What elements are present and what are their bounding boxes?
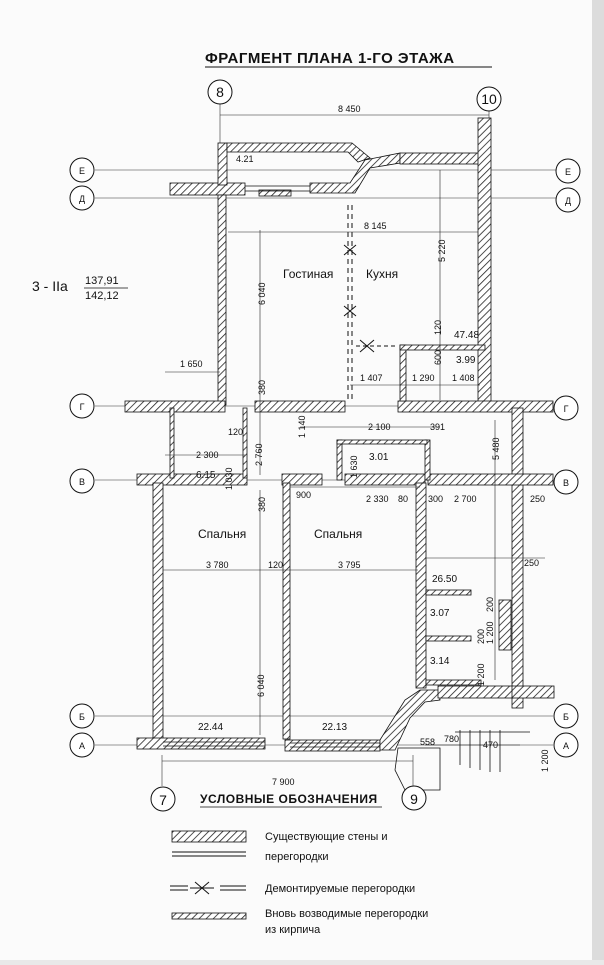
dimension-value: 250: [530, 494, 545, 504]
room-living-label: Гостиная: [283, 267, 333, 281]
dimension-value: 380: [257, 497, 267, 512]
dimension-value: 6 040: [257, 282, 267, 305]
area-value: 22.13: [322, 722, 347, 733]
row-label-E-right: Е: [565, 167, 571, 177]
area-value: 22.44: [198, 722, 223, 733]
legend-new-walls-swatch: [171, 912, 247, 920]
row-label-V-left: В: [79, 477, 85, 487]
dimension-value: 2 330: [366, 494, 389, 504]
dimension-lines: [162, 114, 545, 762]
dimension-value: 1 030: [224, 467, 234, 490]
dimension-value: 5 220: [437, 239, 447, 262]
legend-demolished-swatch: [170, 881, 246, 895]
row-label-V-right: В: [563, 478, 569, 488]
area-value: 47.48: [454, 330, 479, 341]
dimension-value: 1 630: [349, 455, 359, 478]
row-label-B-left: Б: [79, 712, 85, 722]
dimension-value: 80: [398, 494, 408, 504]
area-value: 26.50: [432, 574, 457, 585]
row-label-D-left: Д: [79, 194, 85, 204]
dimension-values: 8 450 4.21 8 145 5 220 6 040 120 600 1 6…: [180, 104, 550, 787]
area-value: 3.07: [430, 608, 450, 619]
floor-plan-drawing: ФРАГМЕНТ ПЛАНА 1-ГО ЭТАЖА 3 - IIа 137,91…: [32, 50, 581, 936]
dimension-value: 1 408: [452, 373, 475, 383]
dimension-value: 250: [524, 558, 539, 568]
existing-walls: [124, 117, 555, 752]
room-areas: 47.48 3.99 6.15 3.01 26.50 3.07 3.14 22.…: [196, 330, 479, 733]
dimension-value: 1 650: [180, 359, 203, 369]
area-value: 3.99: [456, 355, 476, 366]
demolished-partitions: [343, 205, 398, 400]
dimension-value: 7 900: [272, 777, 295, 787]
area-value: 3.01: [369, 452, 389, 463]
dimension-value: 200: [485, 597, 495, 612]
apartment-area-living: 137,91: [85, 275, 119, 287]
dimension-value: 120: [268, 560, 283, 570]
dimension-value: 600: [433, 350, 443, 365]
page-edge: [592, 0, 604, 960]
legend-title: УСЛОВНЫЕ ОБОЗНАЧЕНИЯ: [200, 792, 378, 806]
room-kitchen-label: Кухня: [366, 267, 398, 281]
dimension-value: 1 200: [485, 621, 495, 644]
area-value: 3.14: [430, 656, 450, 667]
legend-item-3-line2: из кирпича: [265, 924, 321, 936]
room-bedroom-left-label: Спальня: [198, 527, 246, 541]
dimension-value: 8 145: [364, 221, 387, 231]
axis-label-8: 8: [216, 84, 224, 100]
dimension-value: 2 100: [368, 422, 391, 432]
legend-item-1-line2: перегородки: [265, 851, 329, 863]
row-label-A-right: А: [563, 741, 569, 751]
dimension-value: 391: [430, 422, 445, 432]
dimension-value: 200: [476, 629, 486, 644]
legend: УСЛОВНЫЕ ОБОЗНАЧЕНИЯ Существующие стены …: [170, 792, 428, 936]
row-label-A-left: А: [79, 741, 85, 751]
dimension-value: 120: [433, 320, 443, 335]
apartment-code: 3 - IIа: [32, 278, 68, 294]
legend-existing-walls-swatch: [171, 830, 247, 843]
dimension-value: 120: [228, 427, 243, 437]
axis-markers: 8 10 7 9 Е Д Г В Б А Е Д Г В Б А: [69, 79, 581, 812]
area-value: 6.15: [196, 470, 216, 481]
entrance-steps: [394, 730, 530, 791]
dimension-value: 8 450: [338, 104, 361, 114]
dimension-value: 2 700: [454, 494, 477, 504]
apartment-area-total: 142,12: [85, 290, 119, 302]
legend-item-3-line1: Вновь возводимые перегородки: [265, 908, 428, 920]
dimension-value: 2 300: [196, 450, 219, 460]
row-label-D-right: Д: [565, 196, 571, 206]
dimension-value: 780: [444, 734, 459, 744]
axis-label-10: 10: [481, 91, 497, 107]
dimension-value: 1 200: [476, 663, 486, 686]
dimension-value: 6 040: [256, 674, 266, 697]
dimension-value: 3 780: [206, 560, 229, 570]
dimension-value: 900: [296, 490, 311, 500]
dimension-value: 3 795: [338, 560, 361, 570]
dimension-value: 470: [483, 740, 498, 750]
windows: [163, 185, 380, 748]
dimension-value: 5 480: [491, 437, 501, 460]
axis-label-7: 7: [159, 792, 167, 808]
legend-item-2-line1: Демонтируемые перегородки: [265, 883, 415, 895]
plan-sheet: ФРАГМЕНТ ПЛАНА 1-ГО ЭТАЖА 3 - IIа 137,91…: [0, 0, 592, 960]
row-label-G-right: Г: [564, 404, 569, 414]
plan-title: ФРАГМЕНТ ПЛАНА 1-ГО ЭТАЖА: [205, 50, 455, 67]
dimension-value: 1 407: [360, 373, 383, 383]
dimension-value: 2 760: [254, 443, 264, 466]
row-label-E-left: Е: [79, 166, 85, 176]
row-label-G-left: Г: [80, 402, 85, 412]
dimension-value: 1 200: [540, 749, 550, 772]
dimension-value: 558: [420, 737, 435, 747]
legend-item-1-line1: Существующие стены и: [265, 831, 387, 843]
row-label-B-right: Б: [563, 712, 569, 722]
dimension-value: 1 140: [297, 415, 307, 438]
dimension-value: 300: [428, 494, 443, 504]
dimension-value: 4.21: [236, 154, 254, 164]
axis-label-9: 9: [410, 791, 418, 807]
dimension-value: 1 290: [412, 373, 435, 383]
dimension-value: 380: [257, 380, 267, 395]
room-bedroom-right-label: Спальня: [314, 527, 362, 541]
